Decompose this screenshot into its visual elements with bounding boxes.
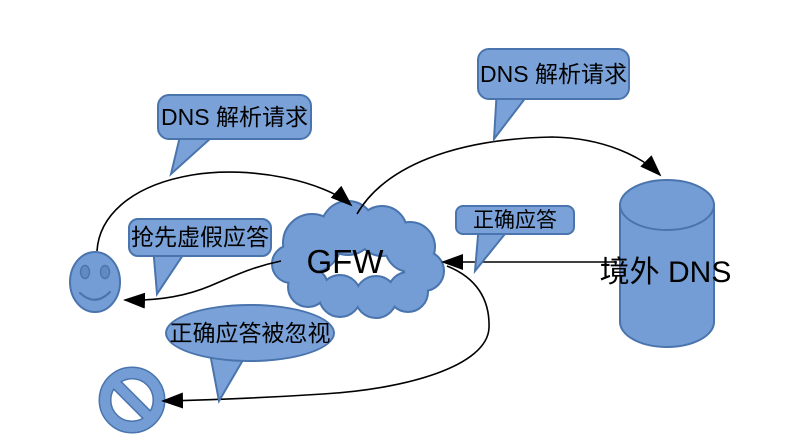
callout-correct-reply: 正确应答 xyxy=(455,205,575,235)
user-smiley-icon xyxy=(69,251,121,313)
callout-correct-reply-ignored: 正确应答被忽视 xyxy=(165,304,335,362)
gfw-cloud-icon xyxy=(271,200,445,319)
database-icon xyxy=(619,179,715,348)
gfw-label: GFW xyxy=(306,242,384,280)
foreign-dns-label: 境外 DNS xyxy=(599,256,732,289)
callout-dns-request-right: DNS 解析请求 xyxy=(477,48,630,100)
fake-reply-arrow-gfw-to-user xyxy=(123,260,282,309)
ignored-reply-arrow-to-blocked xyxy=(161,265,490,409)
dns-request-arrow-user-to-gfw xyxy=(96,171,353,252)
blocked-icon xyxy=(98,366,166,434)
callout-dns-request-left: DNS 解析请求 xyxy=(157,94,312,140)
callout-preemptive-fake-reply: 抢先虚假应答 xyxy=(128,218,272,257)
dns-request-arrow-gfw-to-dns xyxy=(356,136,662,215)
